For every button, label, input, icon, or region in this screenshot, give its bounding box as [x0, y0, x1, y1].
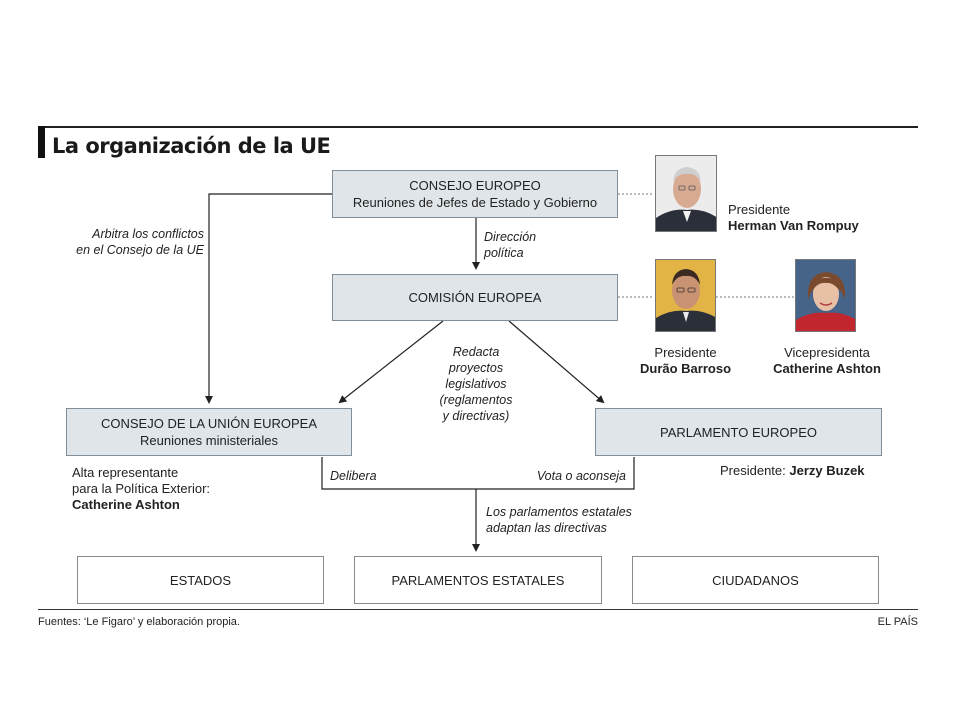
parlamento-label: PARLAMENTO EUROPEO [660, 424, 817, 440]
title-marker [38, 126, 45, 158]
redacta-line-1: Redacta [452, 345, 500, 359]
adaptan-note: Los parlamentos estatales adaptan las di… [486, 504, 632, 536]
arbitra-note: Arbitra los conflictos en el Consejo de … [56, 226, 204, 258]
parlamentos-estatales-label: PARLAMENTOS ESTATALES [391, 572, 565, 588]
alta-line-2: para la Política Exterior: [72, 481, 211, 496]
arbitra-line-1: Arbitra los conflictos [92, 227, 204, 241]
barroso-photo [655, 259, 716, 332]
ashton-name: Catherine Ashton [773, 361, 881, 376]
comision-label: COMISIÓN EUROPEA [408, 290, 542, 305]
ciudadanos-label: CIUDADANOS [712, 572, 799, 588]
source-note: Fuentes: ‘Le Figaro’ y elaboración propi… [38, 616, 240, 628]
consejo-ue-box: CONSEJO DE LA UNIÓN EUROPEA Reuniones mi… [66, 408, 352, 456]
buzek-name: Jerzy Buzek [789, 463, 865, 478]
parlamentos-estatales-box: PARLAMENTOS ESTATALES [354, 556, 602, 604]
buzek-caption: Presidente: Jerzy Buzek [720, 463, 865, 479]
direccion-note: Dirección política [484, 229, 536, 261]
portrait-man-icon [656, 260, 715, 331]
arbitra-arrow [205, 193, 332, 404]
adaptan-line-2: adaptan las directivas [486, 521, 607, 535]
credit-label: EL PAÍS [877, 616, 918, 628]
vota-note: Vota o aconseja [536, 469, 626, 483]
alta-line-1: Alta representante [72, 465, 179, 480]
consejo-europeo-label: CONSEJO EUROPEO [409, 178, 541, 193]
portrait-man-icon [656, 156, 716, 231]
redacta-arrow-right [508, 320, 605, 404]
estados-label: ESTADOS [169, 572, 232, 588]
top-rule [38, 126, 918, 128]
van-rompuy-name: Herman Van Rompuy [728, 218, 859, 233]
van-rompuy-photo [655, 155, 717, 232]
ashton-role: Vicepresidenta [784, 345, 870, 360]
van-rompuy-role: Presidente [728, 202, 791, 217]
redacta-arrow-left [338, 320, 444, 404]
ashton-photo [795, 259, 856, 332]
comision-box: COMISIÓN EUROPEA [332, 274, 618, 321]
delibera-note: Delibera [330, 469, 377, 483]
alta-name: Catherine Ashton [72, 497, 180, 512]
parlamento-box: PARLAMENTO EUROPEO [595, 408, 882, 456]
arbitra-line-2: en el Consejo de la UE [76, 243, 204, 257]
redacta-line-4: (reglamentos [439, 393, 513, 407]
page-title: La organización de la UE [52, 134, 331, 158]
consejo-ue-label: CONSEJO DE LA UNIÓN EUROPEA [101, 416, 317, 431]
delibera-bracket [321, 457, 635, 490]
estados-box: ESTADOS [77, 556, 324, 604]
consejo-europeo-box: CONSEJO EUROPEO Reuniones de Jefes de Es… [332, 170, 618, 218]
barroso-role: Presidente [654, 345, 717, 360]
consejo-europeo-sublabel: Reuniones de Jefes de Estado y Gobierno [352, 195, 598, 210]
direccion-line-1: Dirección [484, 230, 537, 244]
ciudadanos-box: CIUDADANOS [632, 556, 879, 604]
barroso-caption: Presidente Durão Barroso [628, 345, 743, 377]
adaptan-line-1: Los parlamentos estatales [486, 505, 632, 519]
redacta-line-5: y directivas) [442, 409, 510, 423]
van-rompuy-caption: Presidente Herman Van Rompuy [728, 202, 859, 234]
direccion-line-2: política [484, 246, 524, 260]
buzek-role: Presidente: [720, 463, 786, 478]
redacta-note: Redacta proyectos legislativos (reglamen… [416, 344, 536, 424]
portrait-woman-icon [796, 260, 855, 331]
ashton-caption: Vicepresidenta Catherine Ashton [762, 345, 892, 377]
redacta-line-3: legislativos [445, 377, 507, 391]
bottom-rule [38, 609, 918, 610]
barroso-name: Durão Barroso [639, 361, 732, 376]
consejo-ue-sublabel: Reuniones ministeriales [139, 433, 278, 448]
redacta-line-2: proyectos [448, 361, 504, 375]
alta-representante-caption: Alta representante para la Política Exte… [72, 465, 210, 513]
